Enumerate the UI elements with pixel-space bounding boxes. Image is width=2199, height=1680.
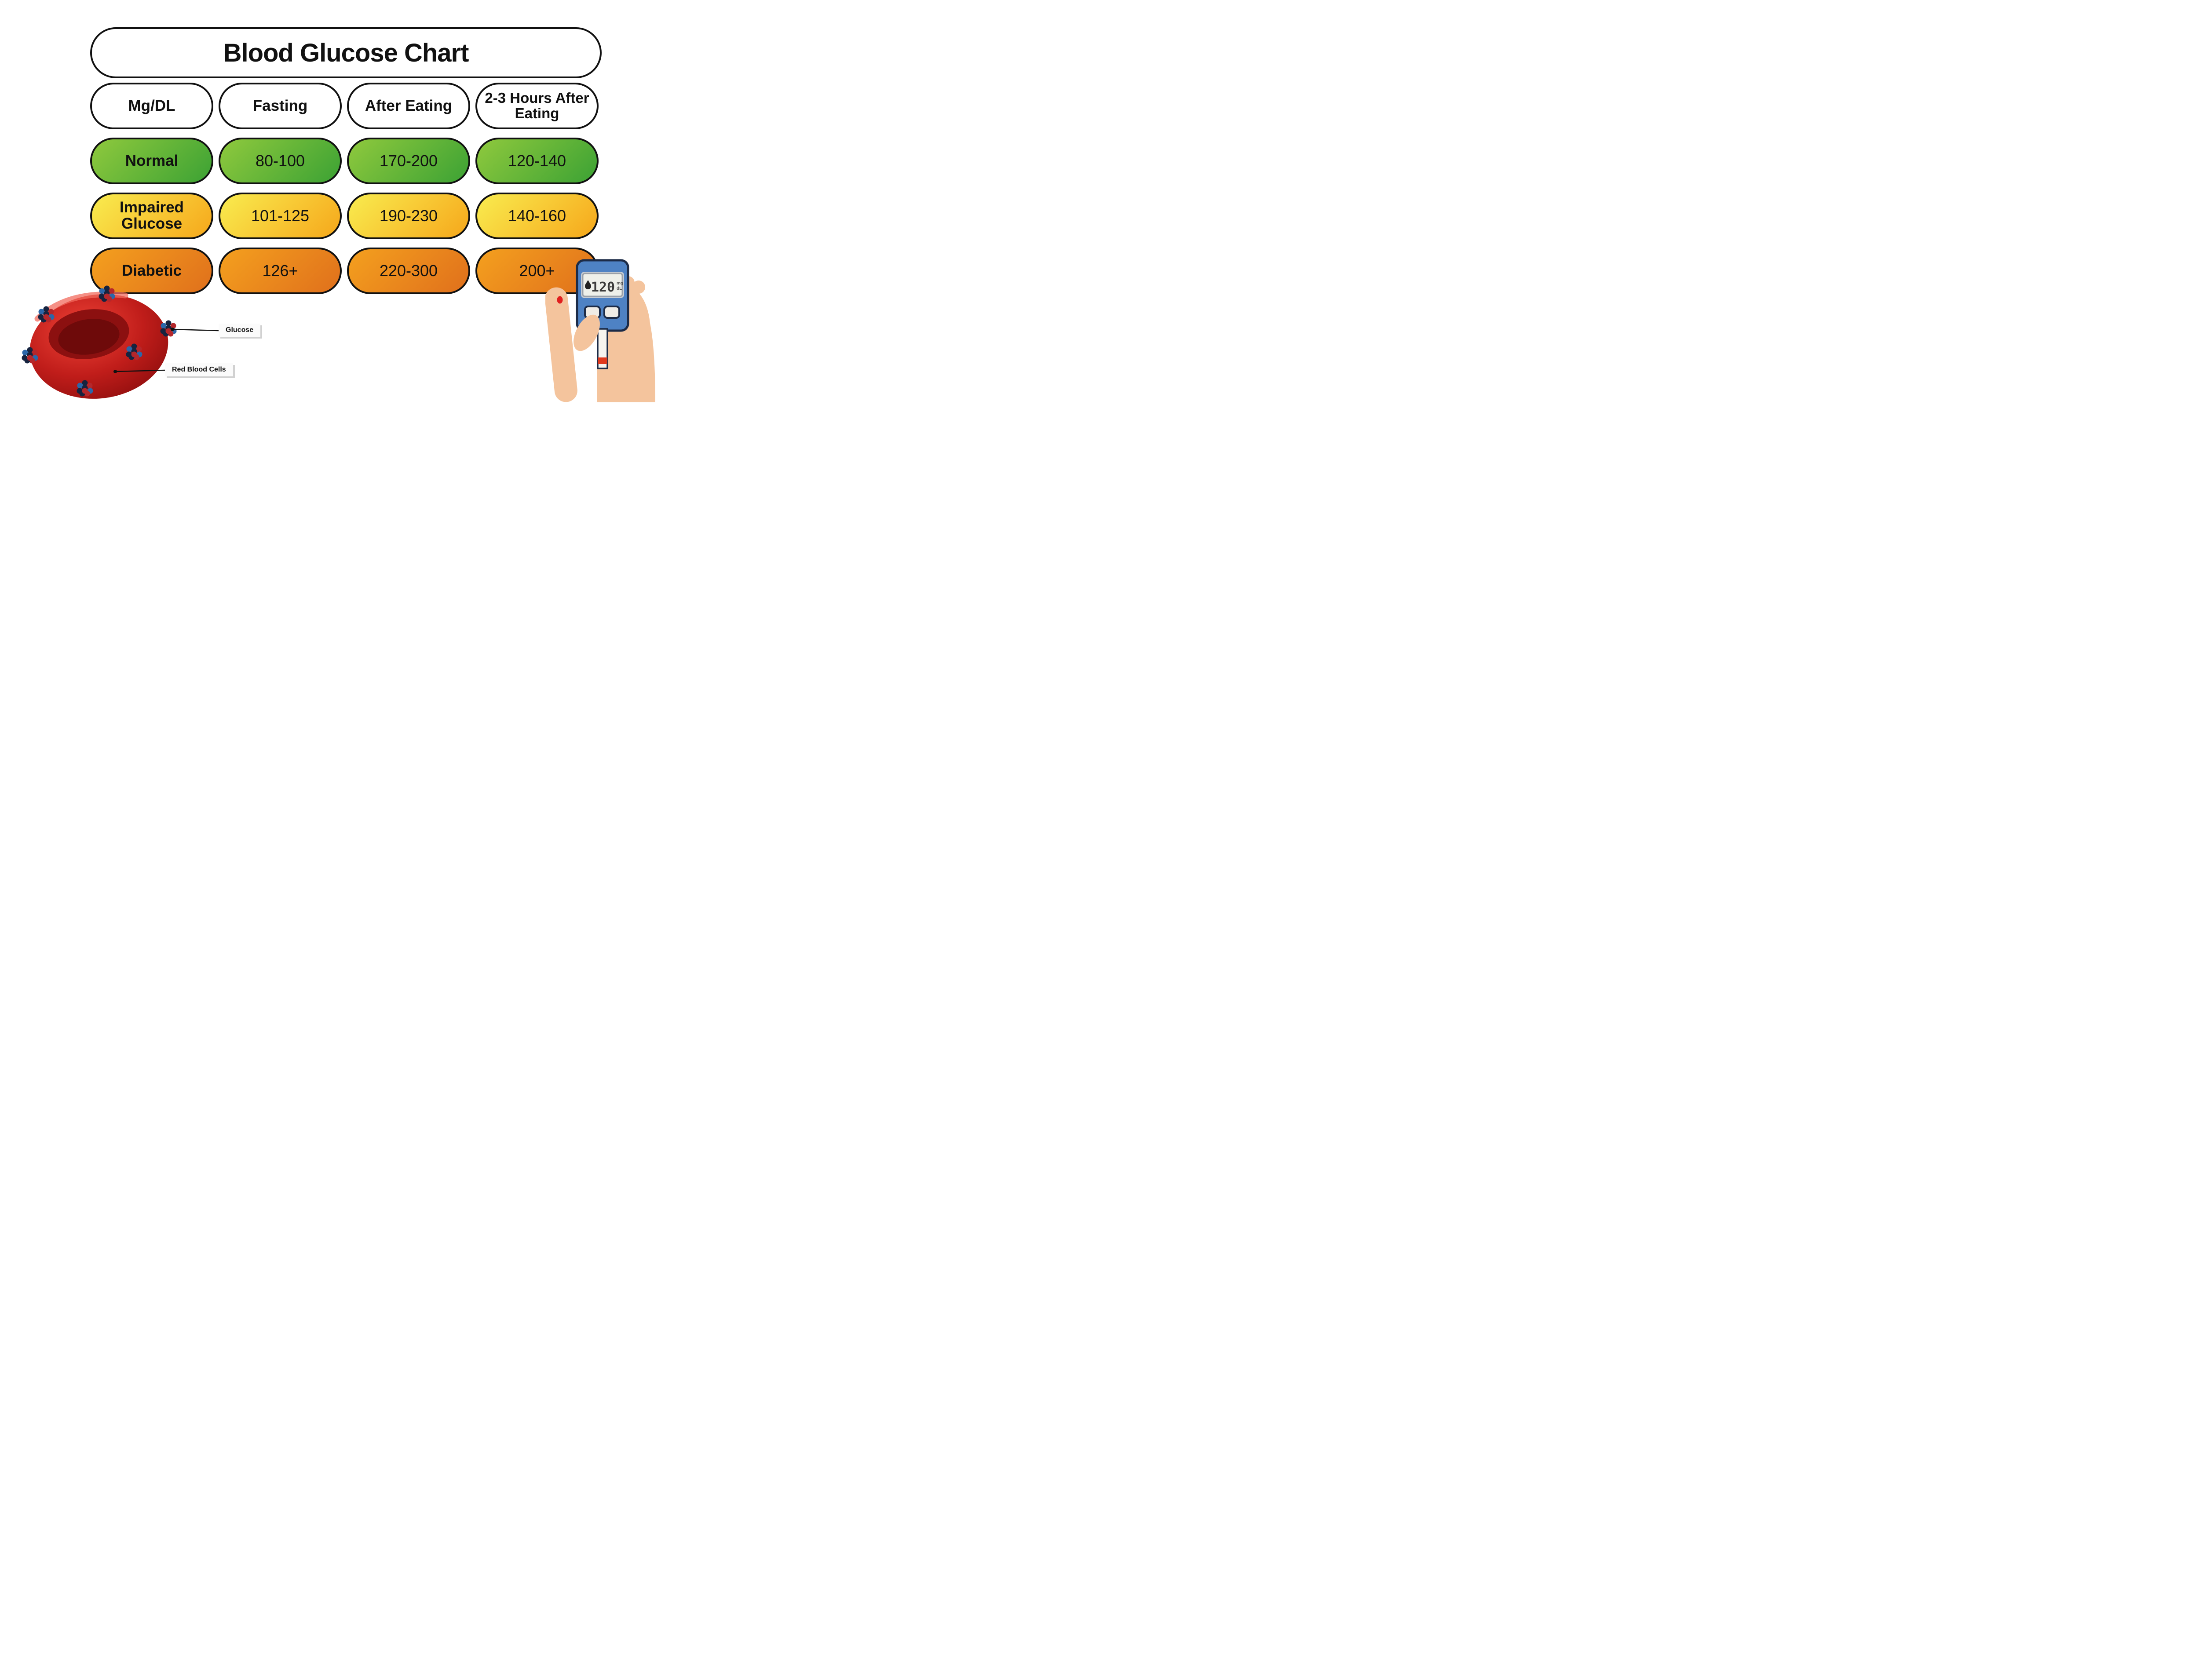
- cell-impaired-2-3-hours: 140-160: [475, 193, 599, 239]
- red-blood-cell-illustration: [22, 285, 219, 399]
- glucose-table: Mg/DL Fasting After Eating 2-3 Hours Aft…: [90, 83, 599, 302]
- rbc-callout-line: [115, 369, 165, 372]
- cell-impaired-fasting: 101-125: [219, 193, 342, 239]
- glucose-label: Glucose: [219, 324, 261, 337]
- red-blood-cells-label: Red Blood Cells: [165, 363, 233, 376]
- patient-finger: [545, 287, 577, 402]
- header-fasting: Fasting: [219, 83, 342, 129]
- red-blood-cell-dimple-inner: [58, 319, 120, 355]
- glucose-meter-illustration: 120 mg dL: [545, 259, 655, 402]
- row-label-normal: Normal: [90, 138, 213, 184]
- meter-unit-mg: mg: [617, 281, 623, 286]
- header-2-3-hours-after-eating: 2-3 Hours After Eating: [475, 83, 599, 129]
- glucose-callout-line: [172, 328, 219, 332]
- blood-drop: [557, 296, 563, 304]
- cell-normal-fasting: 80-100: [219, 138, 342, 184]
- blood-drop-icon: [585, 280, 591, 289]
- page-title: Blood Glucose Chart: [90, 27, 602, 78]
- cell-normal-after-eating: 170-200: [347, 138, 470, 184]
- blood-glucose-chart-infographic: Blood Glucose Chart Mg/DL Fasting After …: [0, 0, 690, 402]
- cell-normal-2-3-hours: 120-140: [475, 138, 599, 184]
- meter-unit-dl: dL: [617, 286, 622, 291]
- table-row-normal: Normal 80-100 170-200 120-140: [90, 138, 599, 184]
- header-after-eating: After Eating: [347, 83, 470, 129]
- cell-diabetic-after-eating: 220-300: [347, 248, 470, 294]
- cell-diabetic-fasting: 126+: [219, 248, 342, 294]
- table-header-row: Mg/DL Fasting After Eating 2-3 Hours Aft…: [90, 83, 599, 129]
- row-label-diabetic: Diabetic: [90, 248, 213, 294]
- meter-button-right: [603, 306, 620, 319]
- meter-screen: [582, 273, 623, 297]
- table-row-impaired-glucose: Impaired Glucose 101-125 190-230 140-160: [90, 193, 599, 239]
- hand-knuckle: [632, 281, 645, 294]
- meter-reading: 120: [591, 280, 615, 295]
- row-label-impaired-glucose: Impaired Glucose: [90, 193, 213, 239]
- cell-impaired-after-eating: 190-230: [347, 193, 470, 239]
- hand-thumb: [573, 314, 600, 351]
- test-strip-red-tip: [598, 357, 607, 364]
- header-mgdl: Mg/DL: [90, 83, 213, 129]
